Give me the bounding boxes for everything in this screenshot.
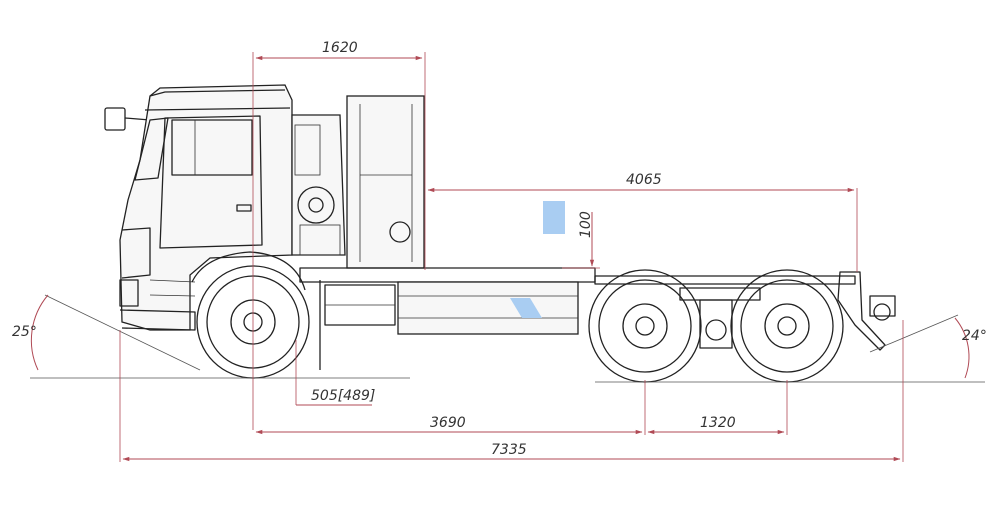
rear-wheel-1 xyxy=(588,269,702,383)
dim-4065-label: 4065 xyxy=(626,172,662,188)
blue-marker xyxy=(543,201,565,234)
dim-100-label: 100 xyxy=(578,211,594,238)
ground-guides xyxy=(30,294,985,383)
truck-outline xyxy=(104,84,896,383)
departure-angle-label: 24° xyxy=(962,328,987,344)
dim-7335-label: 7335 xyxy=(491,442,527,458)
rear-wheel-2 xyxy=(730,269,844,383)
dim-3690-label: 3690 xyxy=(430,415,466,431)
approach-angle-label: 25° xyxy=(12,324,37,340)
dim-1320-label: 1320 xyxy=(700,415,736,431)
dim-505-label: 505[489] xyxy=(311,388,375,404)
dim-1620-label: 1620 xyxy=(322,40,358,56)
dimension-lines xyxy=(119,52,904,462)
blue-stripe xyxy=(510,298,542,318)
